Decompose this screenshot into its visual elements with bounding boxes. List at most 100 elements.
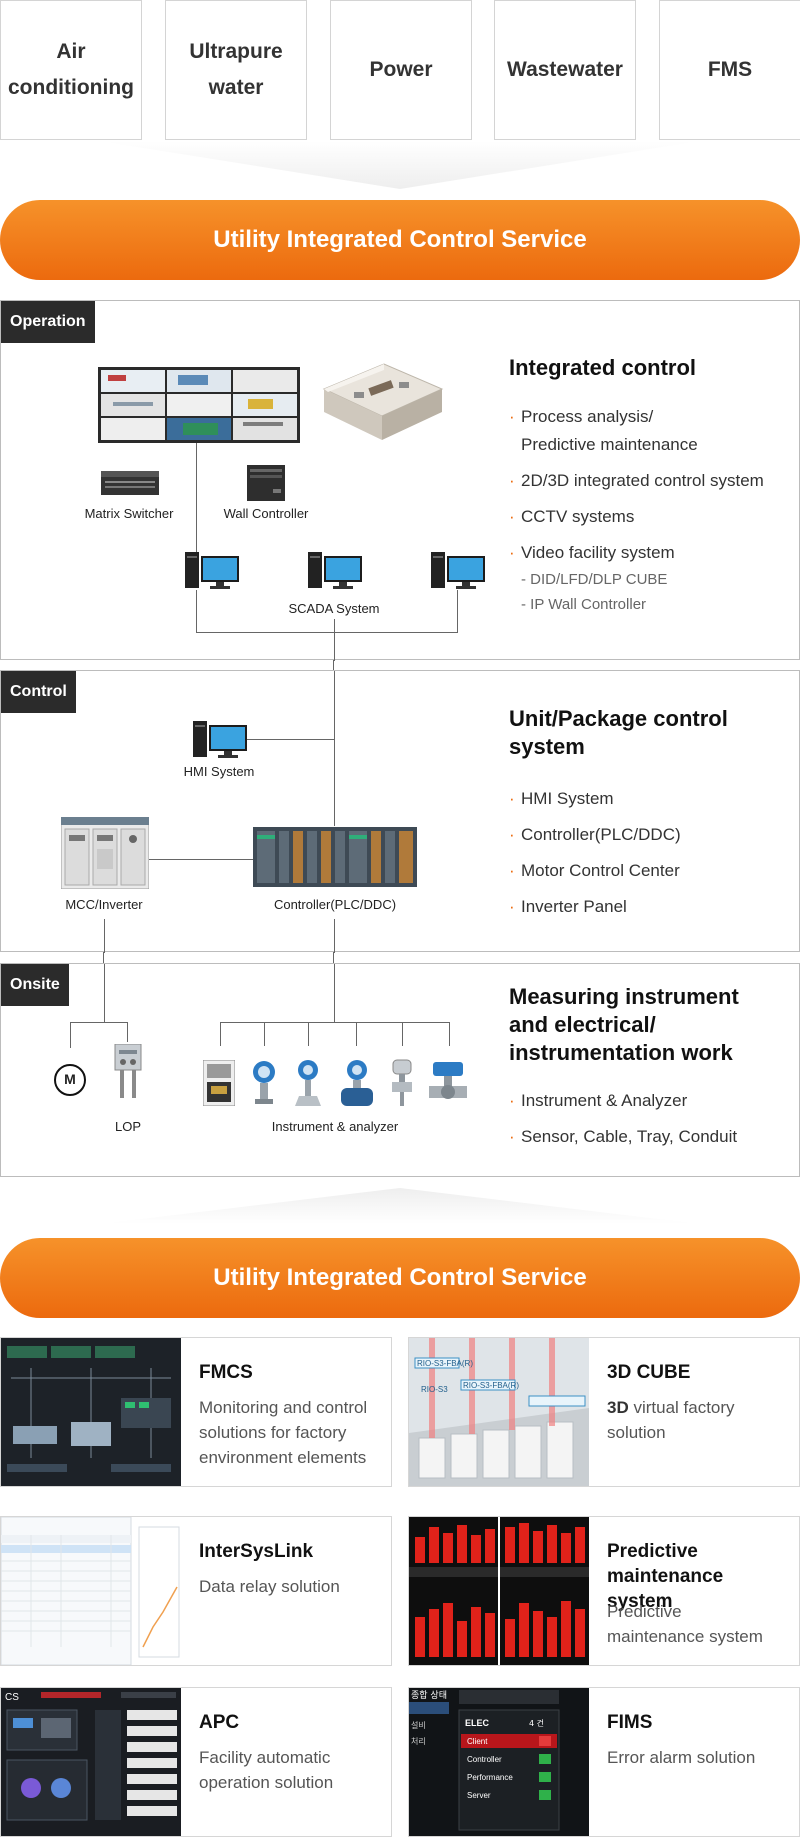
connector-line <box>449 1022 450 1046</box>
connector-line <box>220 1022 449 1023</box>
control-tag: Control <box>1 671 76 713</box>
banner-title: Utility Integrated Control Service <box>213 1264 587 1291</box>
connector-line <box>196 590 197 632</box>
fmcs-screenshot-thumb <box>1 1338 181 1486</box>
list-subitem: - DID/LFD/DLP CUBE <box>521 571 668 588</box>
connector-line <box>356 1022 357 1046</box>
category-label: FMS <box>707 58 753 81</box>
motor-symbol: M <box>64 1071 76 1087</box>
operation-tag: Operation <box>1 301 95 343</box>
connector-line <box>104 964 105 1022</box>
connector-line <box>127 1022 128 1042</box>
card-title: FMCS <box>199 1362 253 1383</box>
card-title: 3D CUBE <box>607 1362 691 1383</box>
connector-line <box>334 671 335 826</box>
fims-row-label: Performance <box>467 1773 513 1782</box>
category-fms: FMS <box>659 0 800 140</box>
desktop-pc-icon <box>308 552 362 589</box>
connector-line <box>457 590 458 632</box>
cube-label: RIO-S3 <box>421 1385 448 1394</box>
desktop-pc-icon <box>185 552 239 589</box>
lop-label: LOP <box>114 1119 142 1134</box>
category-label: Power <box>369 58 433 81</box>
connector-line <box>103 952 104 963</box>
connector-line <box>308 1022 309 1046</box>
fims-header: ELEC <box>465 1718 490 1728</box>
connector-line <box>402 1022 403 1046</box>
measuring-instrument-title: Measuring instrument and electrical/ ins… <box>509 984 739 1065</box>
card-title: APC <box>199 1712 240 1733</box>
service-banner-bottom: Utility Integrated Control Service <box>0 1238 800 1318</box>
category-ultrapure-water: Ultrapure water <box>165 0 307 140</box>
solution-card-fims[interactable]: 종합 상태 설비 처리 ELEC 4 건 Client Controller P… <box>408 1687 800 1837</box>
matrix-switcher-label: Matrix Switcher <box>84 506 174 521</box>
cube-label: RIO-S3-FBA(R) <box>463 1381 519 1390</box>
fims-row-label: Controller <box>467 1755 502 1764</box>
card-description: Monitoring and control solutions for fac… <box>199 1398 368 1467</box>
fims-side-label: 종합 상태 <box>411 1690 447 1701</box>
hmi-pc-icon <box>193 721 247 758</box>
mcc-cabinet-icon <box>61 817 149 889</box>
cube-label: RIO-S3-FBA(R) <box>417 1359 473 1368</box>
connector-line <box>264 1022 265 1046</box>
category-label: Air conditioning <box>8 40 134 99</box>
category-label: Wastewater <box>507 58 623 81</box>
solution-card-3d-cube[interactable]: RIO-S3-FBA(R) RIO-S3 RIO-S3-FBA(R) 3D CU… <box>408 1337 800 1487</box>
solution-card-fmcs[interactable]: FMCS Monitoring and control solutions fo… <box>0 1337 392 1487</box>
solution-card-predictive-maintenance[interactable]: Predictive maintenance system Predictive… <box>408 1516 800 1666</box>
fims-screenshot-thumb: 종합 상태 설비 처리 ELEC 4 건 Client Controller P… <box>409 1688 589 1836</box>
instrument-analyzer-label: Instrument & analyzer <box>271 1119 399 1134</box>
desktop-pc-icon <box>431 552 485 589</box>
connector-line <box>333 952 334 963</box>
card-description: 3D virtual factory solution <box>607 1395 797 1445</box>
solution-card-intersyslink[interactable]: InterSysLink Data relay solution <box>0 1516 392 1666</box>
connector-line <box>333 660 334 670</box>
fims-side-label: 처리 <box>411 1737 426 1746</box>
analyzer-cabinet-icon <box>203 1060 235 1106</box>
list-item: ·Video facility system <box>509 543 675 562</box>
integrated-control-title: Integrated control <box>509 355 697 380</box>
card-description: Facility automatic operation solution <box>199 1748 334 1792</box>
funnel-arrow-top <box>100 141 700 189</box>
fims-count: 4 건 <box>529 1718 544 1728</box>
card-description: Error alarm solution <box>607 1748 756 1767</box>
category-label: Ultrapure water <box>189 40 283 99</box>
control-room-3d-icon <box>322 363 444 440</box>
control-valve-icon <box>429 1062 467 1099</box>
connector-line <box>334 964 335 1022</box>
solution-card-apc[interactable]: CS APC Facility automatic operation solu… <box>0 1687 392 1837</box>
flow-meter-icon <box>341 1060 373 1106</box>
onsite-tag: Onsite <box>1 964 69 1006</box>
connector-line <box>334 619 335 661</box>
list-item: ·2D/3D integrated control system <box>509 471 764 490</box>
connector-line <box>196 443 197 573</box>
integrated-control-list: ·Process analysis/ Predictive maintenanc… <box>509 403 764 617</box>
category-wastewater: Wastewater <box>494 0 636 140</box>
connector-line <box>70 1022 128 1023</box>
temperature-sensor-icon <box>392 1059 412 1106</box>
list-item: ·Sensor, Cable, Tray, Conduit <box>509 1127 738 1146</box>
banner-title: Utility Integrated Control Service <box>213 226 587 253</box>
pressure-transmitter-icon <box>253 1061 275 1104</box>
fims-side-label: 설비 <box>411 1720 426 1730</box>
apc-screenshot-thumb: CS <box>1 1688 181 1836</box>
connector-line <box>334 919 335 953</box>
operation-panel: Operation Matrix Switcher Wall Controlle… <box>0 300 800 661</box>
hmi-system-label: HMI System <box>183 764 255 779</box>
3d-cube-screenshot-thumb: RIO-S3-FBA(R) RIO-S3 RIO-S3-FBA(R) <box>409 1338 589 1486</box>
plc-controller-icon <box>253 827 417 887</box>
intersyslink-screenshot-thumb <box>1 1517 181 1665</box>
category-air-conditioning: Air conditioning <box>0 0 142 140</box>
motor-icon <box>54 1064 86 1096</box>
card-title: InterSysLink <box>199 1541 314 1562</box>
predictive-maintenance-screenshot-thumb <box>409 1517 589 1665</box>
list-subitem: - IP Wall Controller <box>521 596 647 613</box>
connector-line <box>196 632 458 633</box>
video-wall-icon <box>98 367 300 443</box>
list-item: ·Instrument & Analyzer <box>509 1091 688 1110</box>
scada-system-label: SCADA System <box>288 601 380 616</box>
card-description: Predictive maintenance system <box>607 1602 763 1646</box>
onsite-panel: Onsite M LOP I <box>0 963 800 1177</box>
funnel-arrow-bottom <box>100 1188 700 1224</box>
control-panel: Control HMI System MCC/Inverter Controll… <box>0 670 800 953</box>
